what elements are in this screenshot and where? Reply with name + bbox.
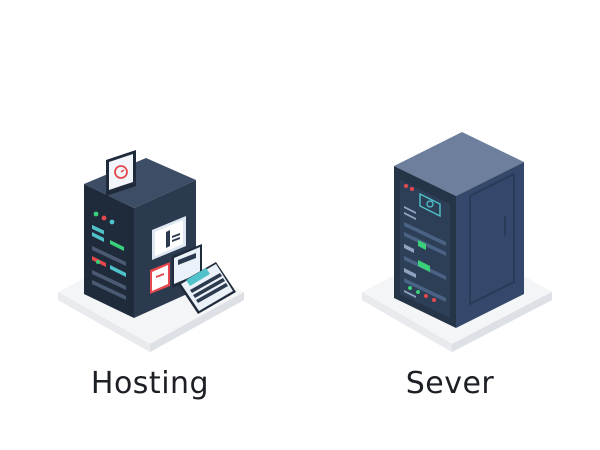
server-label: Sever (405, 366, 495, 401)
hosting-monitor (106, 150, 136, 196)
hosting-document-sheet (178, 262, 236, 314)
hosting-red-screen (150, 262, 170, 294)
hosting-side-card (152, 216, 186, 260)
hosting-cube (84, 158, 196, 318)
hosting-front-panel (92, 211, 126, 300)
server-front-panel (400, 180, 450, 318)
hosting-label: Hosting (90, 366, 210, 401)
